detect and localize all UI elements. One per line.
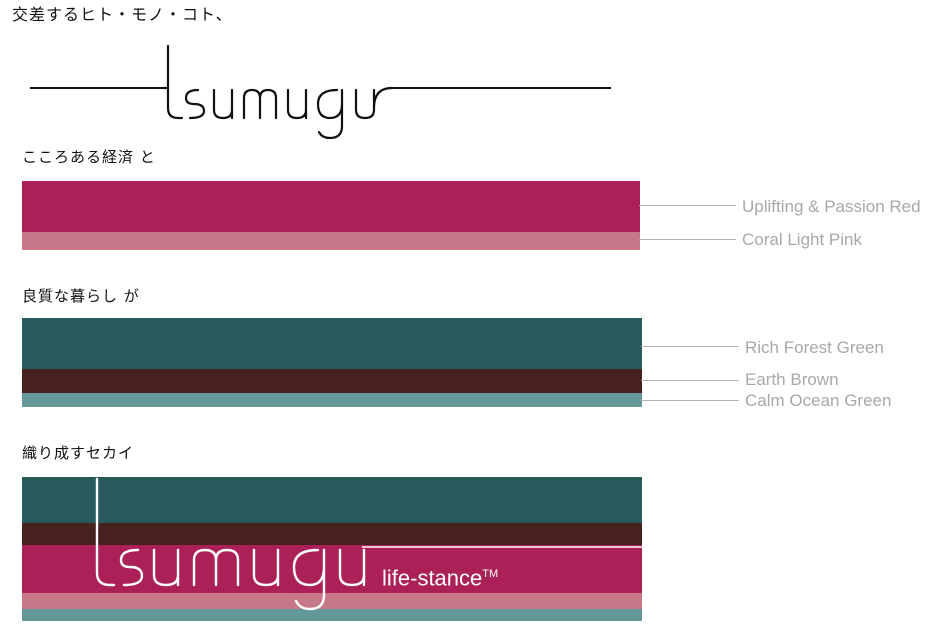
section-title-3: 織り成すセカイ (22, 444, 135, 462)
swatch-earth-brown (22, 369, 642, 393)
label-ocean-green: Calm Ocean Green (745, 391, 892, 410)
combined-logo-panel: life-stanceTM (22, 477, 642, 621)
swatch-ocean-green (22, 393, 642, 407)
leader-line (641, 400, 739, 401)
trademark-mark: TM (482, 568, 499, 580)
leader-line (641, 346, 739, 347)
swatch-coral-pink (22, 232, 640, 250)
combined-band-forest (22, 477, 642, 523)
leader-line (639, 239, 736, 240)
leader-line (641, 380, 739, 381)
combined-wordmark (95, 477, 642, 611)
section-title-2: 良質な暮らし が (22, 287, 140, 305)
label-forest-green: Rich Forest Green (745, 338, 884, 357)
leader-line (639, 205, 736, 206)
life-stance-text: life-stanceTM (382, 561, 498, 591)
label-earth-brown: Earth Brown (745, 370, 839, 389)
life-stance-suffix: life-stance (382, 565, 483, 591)
combined-band-ocean (22, 609, 642, 621)
section-title-1: こころある経済 と (22, 148, 156, 166)
swatch-forest-green (22, 318, 642, 369)
swatch-uplifting-red (22, 181, 640, 232)
combined-band-coral (22, 593, 642, 609)
tagline: 交差するヒト・モノ・コト、 (12, 5, 233, 24)
combined-band-brown (22, 523, 642, 545)
tsumugu-logo (30, 44, 611, 140)
label-uplifting-red: Uplifting & Passion Red (742, 197, 921, 216)
label-coral-pink: Coral Light Pink (742, 230, 863, 249)
